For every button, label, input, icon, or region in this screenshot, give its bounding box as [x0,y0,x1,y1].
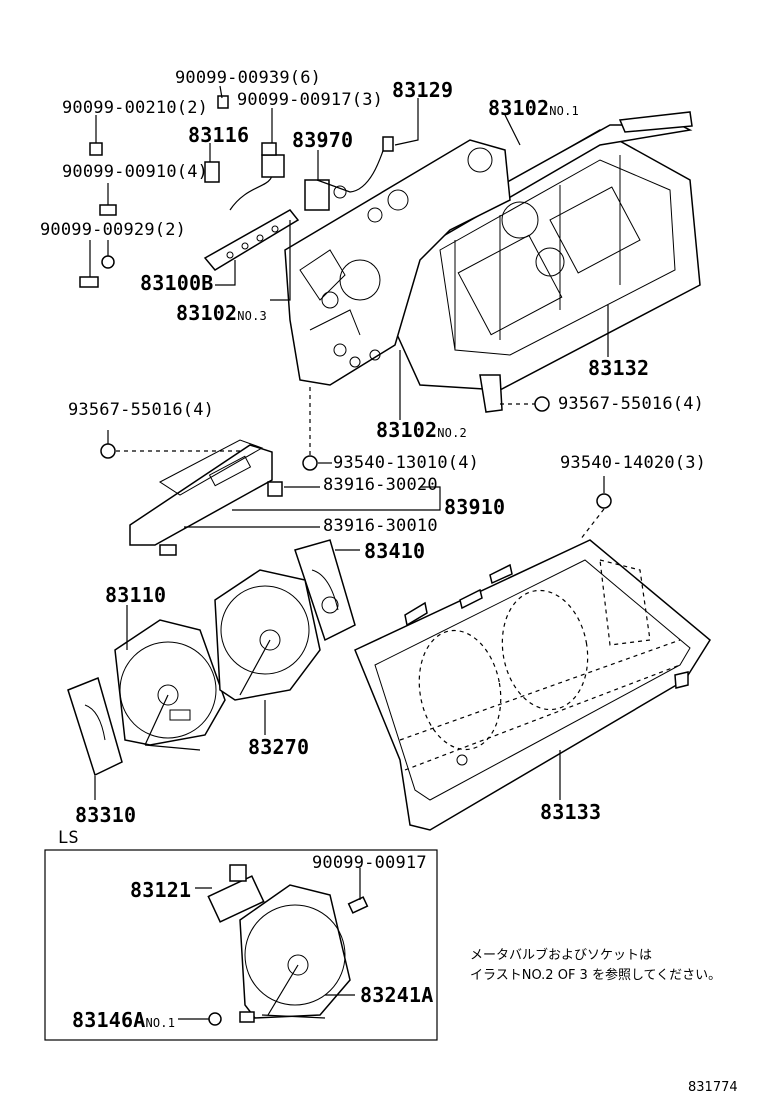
label-83910: 83910 [444,495,506,519]
suffix-no1b: NO.1 [145,1016,176,1030]
label-83146a: 83146ANO.1 [72,1010,175,1030]
label-83916-30020: 83916-30020 [323,475,438,495]
label-90099-00210: 90099-00210(2) [62,98,209,118]
label-83132: 83132 [588,356,650,380]
suffix-no3: NO.3 [237,309,267,323]
label-90099-00939: 90099-00939(6) [175,68,322,88]
label-83121: 83121 [130,878,192,902]
screw-90099-00917 [347,896,369,914]
label-ls: LS [58,828,79,848]
label-83241a: 83241A [360,983,434,1007]
note-line-2: イラストNO.2 OF 3 を参照してください。 [470,968,722,983]
label-93540-13010: 93540-13010(4) [333,453,480,473]
label-83110: 83110 [105,583,167,607]
cable-83121 [207,864,265,923]
part-number: 83146A [72,1008,146,1032]
part-number: 83102 [488,96,550,120]
label-83102-no3: 83102NO.3 [176,303,267,323]
suffix-no1: NO.1 [549,104,579,118]
tachometer-83270 [214,569,321,701]
suffix-no2: NO.2 [437,426,467,440]
label-93567-55016-left: 93567-55016(4) [68,400,215,420]
label-90099-00917: 90099-00917 [312,853,427,873]
ls-variant-box [44,849,438,1041]
label-83116: 83116 [188,123,250,147]
label-83970: 83970 [292,128,354,152]
label-83270: 83270 [248,735,310,759]
label-83410: 83410 [364,539,426,563]
label-93567-55016-right: 93567-55016(4) [558,394,705,414]
label-83916-30010: 83916-30010 [323,516,438,536]
part-number: 83102 [176,301,238,325]
label-90099-00929: 90099-00929(2) [40,220,187,240]
gauge-83410 [294,539,356,642]
label-83102-no2: 83102NO.2 [376,420,467,440]
bulb-83146a [208,1012,222,1026]
part-number: 83102 [376,418,438,442]
label-83102-no1: 83102NO.1 [488,98,579,118]
speedometer-83110 [114,619,226,751]
note-line-1: メータバルブおよびソケットは [470,948,653,963]
reference-note: メータバルブおよびソケットは イラストNO.2 OF 3 を参照してください。 [470,946,721,986]
illustration-number: 831774 [688,1080,738,1095]
label-83100b: 83100B [140,271,214,295]
speedometer-83241a [239,884,351,1019]
label-83129: 83129 [392,78,454,102]
meter-lens-83133 [354,539,711,831]
label-90099-00910: 90099-00910(4) [62,162,209,182]
washer-symbols [100,396,612,509]
leader-lines [89,85,609,1020]
clip [239,1011,255,1023]
socket-83970 [304,136,394,211]
label-93540-14020: 93540-14020(3) [560,453,707,473]
gauge-83310 [67,676,123,777]
screws [79,95,277,288]
label-90099-00917-3: 90099-00917(3) [237,90,384,110]
label-83133: 83133 [540,800,602,824]
small-circuit-83102-no3 [203,154,300,271]
bracket-83910 [129,439,283,556]
label-83310: 83310 [75,803,137,827]
printed-circuit-83102-no2 [284,139,511,386]
